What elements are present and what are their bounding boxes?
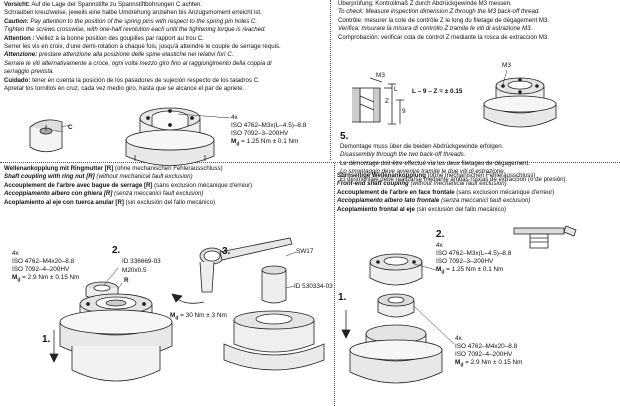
- ring-nut-id: ID 336669-03: [122, 258, 161, 265]
- wrench-torque: Md = 30 Nm ± 3 Nm: [170, 312, 227, 322]
- callout-qty: 4x: [12, 250, 19, 257]
- note-text: Schrauben kreuzweise, jeweils eine halbe…: [4, 9, 262, 17]
- step5-line-fr: Le démontage doit être effectué via les …: [340, 159, 530, 167]
- step5-line-es: El desmontaje debe realizarse mediante a…: [340, 176, 568, 184]
- bottom-left-title: Wellenankopplung mit Ringmutter [R] (ohn…: [4, 165, 252, 207]
- note-text: serraggio prevista.: [4, 68, 55, 76]
- note-text: Veillez à la bonne position des goupille…: [34, 34, 204, 42]
- bottom-left-screw-callout: 4x ISO 4762–M4x20–8.8 ISO 7092–4–200HV M…: [12, 250, 79, 284]
- title-bold: Accouplement de l'arbre avec bague de se…: [4, 181, 153, 189]
- callout-washer: ISO 7092–3–200HV: [231, 130, 289, 137]
- callout-qty: 4x: [455, 335, 462, 342]
- callout-qty: 4x: [436, 242, 443, 249]
- callout-torque: Md = 1.25 Nm ± 0.1 Nm: [231, 138, 299, 148]
- step5-line-en: Disassembly through the two back-off thr…: [340, 151, 466, 159]
- note-text: Pay attention to the position of the spr…: [28, 17, 258, 25]
- title-bold: Acoplamiento frontal al eje: [337, 205, 415, 213]
- top-left-screw-callout: 4x ISO 4762–M3x(L–4.5)–8.8 ISO 7092–3–20…: [231, 114, 306, 148]
- m3-label-flange: M3: [502, 62, 511, 69]
- title-rest: (ohne mechanischen Fehlerausschluss): [425, 172, 536, 179]
- title-bold: Shaft coupling with ring nut [R]: [4, 173, 95, 181]
- note-text: tener en cuenta la posición de los pasad…: [30, 76, 260, 84]
- vertical-divider-top: [330, 0, 331, 160]
- label-c: C: [68, 124, 73, 131]
- note-label: Attention :: [4, 34, 35, 42]
- step4-line-fr: Contrôle: mesurer la cote de contrôle Z …: [338, 16, 550, 24]
- title-bold: Wellenankopplung mit Ringmutter [R]: [4, 165, 114, 172]
- note-label: Cuidado:: [4, 76, 31, 84]
- nine-label: 9: [402, 108, 406, 115]
- z-label: Z: [385, 98, 389, 105]
- bottom-right-title: Stirnseitige Wellenankopplung (ohne mech…: [337, 172, 554, 214]
- callout-screw: ISO 4762–M4x20–8.8: [12, 258, 75, 265]
- step4-line-it: Verifica: misurare la misura di controll…: [338, 25, 533, 33]
- step5-text-more: Lo smontaggio deve avvenire tramite le d…: [340, 168, 567, 185]
- horizontal-divider: [0, 162, 620, 163]
- step-1-number: 1.: [42, 334, 51, 345]
- callout-screw: ISO 4762–M3x(L–4.5)–8.8: [436, 250, 512, 257]
- callout-washer: ISO 7092–3–200HV: [436, 258, 494, 265]
- m3-label-section: M3: [376, 72, 385, 79]
- title-rest: (sin exclusión del fallo mecánico): [414, 205, 506, 213]
- callout-washer: ISO 7092–4–200HV: [12, 266, 70, 273]
- title-bold: Front-end shaft coupling: [337, 180, 409, 188]
- note-label: Caution:: [4, 17, 29, 25]
- measurement-formula: L – 9 – Z = ± 0.15: [412, 88, 463, 95]
- step-2-number: 2.: [436, 229, 445, 240]
- title-rest: (sans exclusion mécanique d'erreur): [454, 188, 555, 196]
- title-bold: Acoplamiento al eje con tuerca anular [R…: [4, 198, 124, 206]
- step4-text: Überprüfung: Kontrollmaß Z durch Abdrück…: [338, 0, 549, 42]
- l-label: L: [394, 86, 398, 93]
- callout-torque: Md = 2.9 Nm ± 0.15 Nm: [12, 274, 80, 284]
- bottom-right-screw-callout-a: 4x ISO 4762–M3x(L–4.5)–8.8 ISO 7092–3–20…: [436, 242, 511, 276]
- callout-torque: Md = 1.25 Nm ± 0.1 Nm: [436, 266, 504, 276]
- title-rest: (senza meccanici fault exclusion): [112, 190, 204, 198]
- callout-qty: 4x: [231, 114, 238, 121]
- callout-washer: ISO 7092–4–200HV: [455, 351, 513, 358]
- note-text: Apretar los tornillos en cruz, cada vez …: [4, 85, 245, 93]
- note-label: Vorsicht:: [4, 1, 30, 8]
- ring-nut-label: R: [124, 277, 129, 284]
- note-label: Attenzione:: [4, 51, 38, 59]
- ring-nut-thread: M20x0.5: [122, 267, 147, 274]
- step4-line-de: Überprüfung: Kontrollmaß Z durch Abdrück…: [338, 0, 512, 7]
- title-rest: (without mechanical fault exclusion): [94, 173, 193, 181]
- title-rest: (ohne mechanischen Fehlerausschluss): [113, 165, 223, 172]
- title-rest: (sin exclusión del fallo mecánico): [123, 198, 215, 206]
- step5-line-it: Lo smontaggio deve avvenire tramite le d…: [340, 168, 506, 175]
- callout-torque: Md = 2.9 Nm ± 0.15 Nm: [455, 359, 523, 369]
- step-3-number: 3.: [222, 246, 231, 257]
- title-bold: Stirnseitige Wellenankopplung: [337, 172, 426, 179]
- title-rest: (sans exclusion mécanique d'erreur): [152, 181, 253, 189]
- note-text: Tighten the screws crosswise, with one-h…: [4, 26, 267, 34]
- step5-line-de: Demontage muss über die beiden Abdrückge…: [340, 143, 504, 150]
- tool-id: ID 530334-03: [294, 283, 333, 290]
- note-text: prestare attenzione alla posizione delle…: [37, 51, 234, 59]
- note-text: Serrer les vis en croix, d'une demi-rota…: [4, 43, 281, 51]
- title-rest: (senza meccanici fault exclusion): [439, 197, 531, 205]
- step4-line-es: Comprobación: verificar cota de control …: [338, 33, 550, 41]
- step4-line-en: To check: Measure inspection dimension Z…: [338, 8, 540, 16]
- wrench-size: SW17: [296, 248, 314, 255]
- note-text: Serrare le viti alternativamente a croce…: [4, 59, 272, 67]
- callout-screw: ISO 4762–M4x20–8.8: [455, 343, 518, 350]
- note-text: Auf die Lage der Spannstifte zu Spannsti…: [29, 1, 203, 8]
- step5-number: 5.: [340, 131, 349, 142]
- bottom-right-screw-callout-b: 4x ISO 4762–M4x20–8.8 ISO 7092–4–200HV M…: [455, 335, 522, 369]
- callout-screw: ISO 4762–M3x(L–4.5)–8.8: [231, 122, 307, 129]
- step-2-number: 2.: [112, 245, 121, 256]
- title-bold: Accoppiamento albero con ghiera [R]: [4, 190, 113, 198]
- title-bold: Accouplement de l'arbre en face frontale: [337, 188, 455, 196]
- title-bold: Accoppiamento albero lato frontale: [337, 197, 440, 205]
- step5-text: Demontage muss über die beiden Abdrückge…: [340, 143, 530, 168]
- title-rest: (without mechanical fault exclusion): [408, 180, 507, 188]
- vertical-divider-bottom: [334, 163, 335, 406]
- top-left-instructions: Vorsicht: Auf die Lage der Spannstifte z…: [4, 1, 326, 93]
- step-1-number: 1.: [338, 292, 347, 303]
